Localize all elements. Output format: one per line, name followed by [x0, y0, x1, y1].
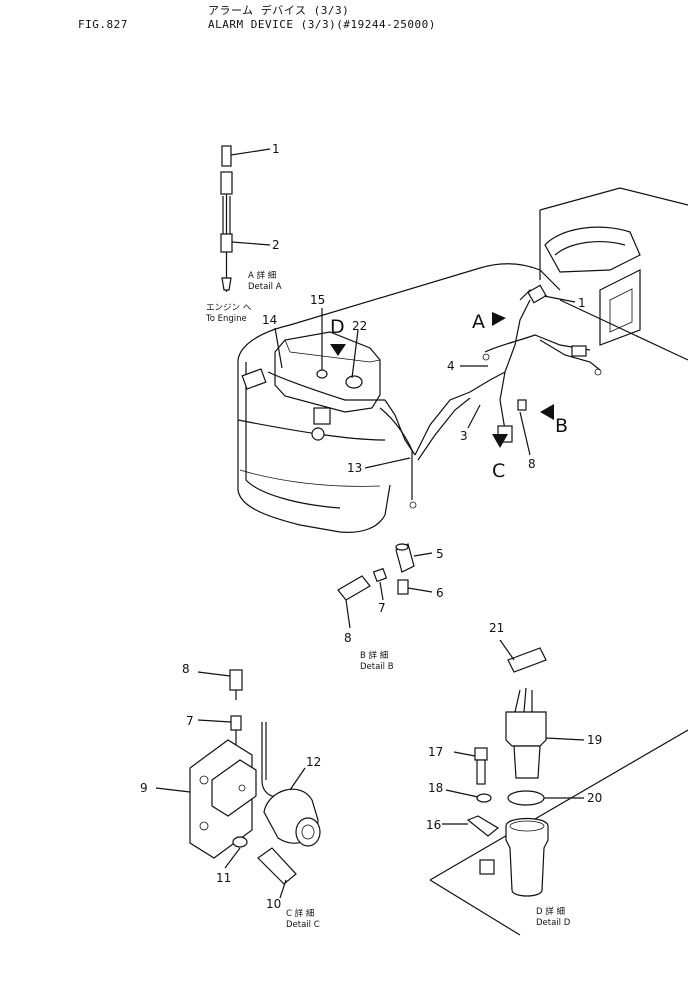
detail-d-group: 21 19 20 17 18 16 D 詳 細 Detail D [426, 621, 688, 936]
part-label-21: 21 [489, 621, 504, 635]
part-6-plug [397, 579, 409, 595]
part-1-nut [220, 171, 233, 195]
part-2-sensor [220, 233, 233, 253]
japanese-title: アラーム デバイス (3/3) [208, 4, 350, 17]
part-19-sensor-cap [505, 711, 547, 747]
figure-title: ALARM DEVICE (3/3)(#19244-25000) [208, 18, 436, 31]
detail-c-group: 8 7 9 11 10 12 C 詳 細 Detail C [140, 662, 321, 930]
part-18-washer [476, 793, 492, 803]
cab-structure [539, 187, 688, 361]
part-7-adapter [372, 567, 388, 583]
view-arrows: A D B C [330, 311, 568, 482]
view-letter-c: C [492, 460, 505, 482]
part-label-8-b: 8 [344, 631, 352, 645]
part-label-1: 1 [272, 142, 280, 156]
detail-a-jp: A 詳 細 [248, 270, 276, 281]
part-10-bolt [257, 847, 297, 885]
part-label-1-main: 1 [578, 296, 586, 310]
part-label-4: 4 [447, 359, 455, 373]
detail-b-jp: B 詳 細 [360, 650, 388, 661]
to-engine-jp: エンジン へ [206, 303, 252, 313]
detail-c-en: Detail C [286, 920, 320, 930]
to-engine-en: To Engine [205, 314, 247, 324]
part-label-7-b: 7 [378, 601, 386, 615]
part-label-5: 5 [436, 547, 444, 561]
part-label-6: 6 [436, 586, 444, 600]
hood-body [237, 263, 561, 533]
part-label-20: 20 [587, 791, 602, 805]
view-letter-d: D [330, 316, 345, 338]
view-letter-a: A [472, 311, 485, 333]
view-letter-b: B [555, 415, 568, 437]
detail-a-group: 1 2 A 詳 細 Detail A エンジン へ To Engine [205, 142, 282, 324]
reservoir-tank [241, 331, 381, 441]
part-label-9: 9 [140, 781, 148, 795]
part-label-8-c: 8 [182, 662, 190, 676]
part-label-16: 16 [426, 818, 441, 832]
part-label-3: 3 [460, 429, 468, 443]
part-label-15: 15 [310, 293, 325, 307]
part-16-clamp [466, 815, 500, 837]
detail-d-jp: D 詳 細 [536, 906, 565, 917]
part-label-17: 17 [428, 745, 443, 759]
part-label-14: 14 [262, 313, 277, 327]
part-1-fitting [221, 145, 232, 167]
figure-number: FIG.827 [78, 18, 128, 31]
part-label-19: 19 [587, 733, 602, 747]
part-label-13: 13 [347, 461, 362, 475]
part-8-switch [337, 575, 371, 601]
part-20-oring [507, 790, 545, 806]
part-label-7-c: 7 [186, 714, 194, 728]
part-label-11: 11 [216, 871, 231, 885]
part-label-10: 10 [266, 897, 281, 911]
main-leaders [274, 295, 576, 469]
detail-b-group: 5 6 7 8 B 詳 細 Detail B [337, 543, 444, 672]
detail-c-jp: C 詳 細 [286, 908, 314, 919]
part-label-12: 12 [306, 755, 321, 769]
detail-b-en: Detail B [360, 662, 394, 672]
part-11-washer [232, 836, 248, 848]
part-label-2: 2 [272, 238, 280, 252]
part-label-18: 18 [428, 781, 443, 795]
detail-d-en: Detail D [536, 918, 571, 928]
detail-a-en: Detail A [248, 282, 282, 292]
part-17-bolt-head [474, 747, 488, 761]
part-8-switch-c [229, 669, 243, 691]
part-21-tube [507, 647, 547, 673]
part-7-adapter-c [230, 715, 242, 731]
part-label-22: 22 [352, 319, 367, 333]
part-label-8-main: 8 [528, 457, 536, 471]
bowl [505, 817, 549, 897]
